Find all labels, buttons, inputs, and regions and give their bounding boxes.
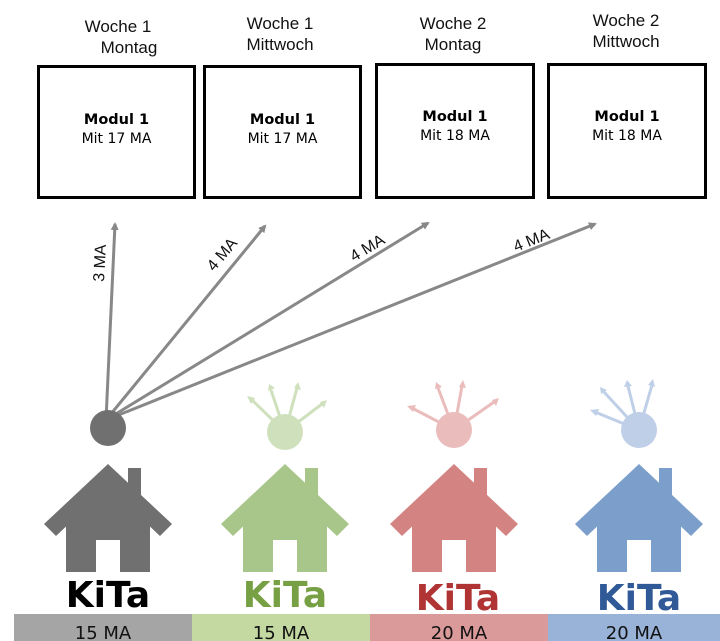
module-title: Modul 1 xyxy=(422,109,488,125)
module-box-1: Modul 1 Mit 17 MA xyxy=(37,65,196,199)
arrow-label-4: 4 MA xyxy=(511,226,552,256)
house-icon xyxy=(390,464,518,572)
house-icon xyxy=(221,464,349,572)
slot-heading-3: Woche 2 Montag xyxy=(383,13,523,55)
house-icon xyxy=(575,464,703,572)
kita-label-3: KiTa xyxy=(415,578,501,619)
staff-bar-4: 20 MA xyxy=(548,614,720,641)
arrow-slot-2 xyxy=(104,224,267,421)
house-icon xyxy=(44,464,172,572)
arrow-label-1: 3 MA xyxy=(91,244,110,283)
burst-blue xyxy=(590,379,657,448)
slot-heading-2: Woche 1 Mittwoch xyxy=(210,13,350,55)
slot-heading-1: Woche 1 Montag xyxy=(48,16,188,58)
slot-week: Woche 2 xyxy=(592,11,660,30)
hub-circle-gray xyxy=(90,410,126,446)
staff-bar-2: 15 MA xyxy=(192,614,370,641)
staff-bar-3: 20 MA xyxy=(370,614,548,641)
kita-label-2: KiTa xyxy=(242,575,328,616)
module-title: Modul 1 xyxy=(594,109,660,125)
kita-label-4: KiTa xyxy=(596,578,682,619)
module-box-4: Modul 1 Mit 18 MA xyxy=(547,63,707,199)
arrow-slot-4 xyxy=(105,222,597,422)
arrow-labels: 3 MA 4 MA 4 MA 4 MA xyxy=(91,226,552,282)
slot-heading-4: Woche 2 Mittwoch xyxy=(556,10,696,52)
slot-week: Woche 1 xyxy=(84,17,152,36)
slot-day: Montag xyxy=(100,38,158,57)
slot-week: Woche 1 xyxy=(246,14,314,33)
burst-green xyxy=(247,382,327,450)
arrow-label-2: 4 MA xyxy=(204,235,241,275)
slot-day: Montag xyxy=(424,35,482,54)
slot-week: Woche 2 xyxy=(419,14,487,33)
module-staff: Mit 18 MA xyxy=(420,128,490,144)
slot-day: Mittwoch xyxy=(246,35,314,54)
staff-bar-1: 15 MA xyxy=(14,614,192,641)
arrow-slot-1 xyxy=(104,222,119,421)
module-box-3: Modul 1 Mit 18 MA xyxy=(375,63,535,199)
burst-red xyxy=(407,380,499,448)
module-staff: Mit 17 MA xyxy=(81,131,152,147)
module-title: Modul 1 xyxy=(83,112,150,128)
staff-arrows xyxy=(104,221,597,422)
arrow-slot-3 xyxy=(105,221,430,422)
module-staff: Mit 17 MA xyxy=(247,131,318,147)
module-staff: Mit 18 MA xyxy=(592,128,662,144)
slot-day: Mittwoch xyxy=(592,32,660,51)
module-box-2: Modul 1 Mit 17 MA xyxy=(203,65,362,199)
kita-label-1: KiTa xyxy=(65,575,151,616)
module-title: Modul 1 xyxy=(249,112,316,128)
